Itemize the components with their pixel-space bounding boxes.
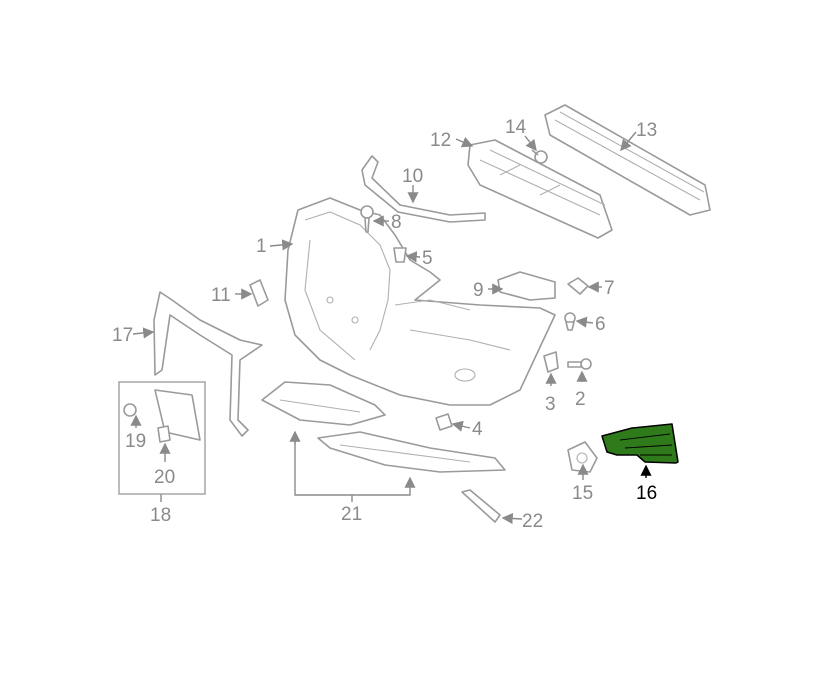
callout-5[interactable]: 5 xyxy=(422,248,433,269)
callout-17[interactable]: 17 xyxy=(112,325,133,346)
callout-13[interactable]: 13 xyxy=(636,120,657,141)
part-16-highlighted[interactable] xyxy=(601,423,679,464)
part-10-molding[interactable] xyxy=(361,155,486,223)
part-11-bracket[interactable] xyxy=(249,279,269,307)
part-5-clip[interactable] xyxy=(393,247,407,263)
part-6-screw[interactable] xyxy=(564,312,576,331)
callout-22[interactable]: 22 xyxy=(522,511,543,532)
part-7-clip[interactable] xyxy=(567,277,589,295)
part-14-bolt[interactable] xyxy=(531,149,548,164)
callout-12[interactable]: 12 xyxy=(430,130,451,151)
part-4-clip[interactable] xyxy=(435,413,453,431)
callout-1[interactable]: 1 xyxy=(256,236,267,257)
callout-2[interactable]: 2 xyxy=(575,389,586,410)
callout-10[interactable]: 10 xyxy=(402,166,423,187)
part-1-bumper-cover[interactable] xyxy=(284,197,556,406)
callout-7[interactable]: 7 xyxy=(604,278,615,299)
part-2-screw[interactable] xyxy=(567,358,592,370)
part-21-under-cover[interactable] xyxy=(261,381,506,473)
callout-9[interactable]: 9 xyxy=(473,280,484,301)
part-12-absorber[interactable] xyxy=(467,139,613,239)
callout-19[interactable]: 19 xyxy=(125,431,146,452)
callout-3[interactable]: 3 xyxy=(545,394,556,415)
part-3-nut[interactable] xyxy=(543,351,559,373)
callout-15[interactable]: 15 xyxy=(572,483,593,504)
callout-20[interactable]: 20 xyxy=(154,467,175,488)
part-13-reinforcement[interactable] xyxy=(544,104,711,216)
part-9-bracket[interactable] xyxy=(497,271,556,301)
part-15-bezel[interactable] xyxy=(567,441,598,473)
callout-14[interactable]: 14 xyxy=(505,117,527,138)
callout-8[interactable]: 8 xyxy=(391,212,402,233)
part-8-screw[interactable] xyxy=(360,205,374,233)
leader-lines xyxy=(130,131,652,525)
callout-6[interactable]: 6 xyxy=(595,314,606,335)
part-18-license-bracket-group[interactable] xyxy=(118,381,206,495)
callout-18[interactable]: 18 xyxy=(150,505,171,526)
callout-16[interactable]: 16 xyxy=(636,483,657,504)
part-22-bracket[interactable] xyxy=(461,489,501,523)
part-17-molding[interactable] xyxy=(153,291,263,437)
callout-11[interactable]: 11 xyxy=(211,285,231,306)
callout-4[interactable]: 4 xyxy=(472,419,483,440)
callout-21[interactable]: 21 xyxy=(341,504,362,525)
